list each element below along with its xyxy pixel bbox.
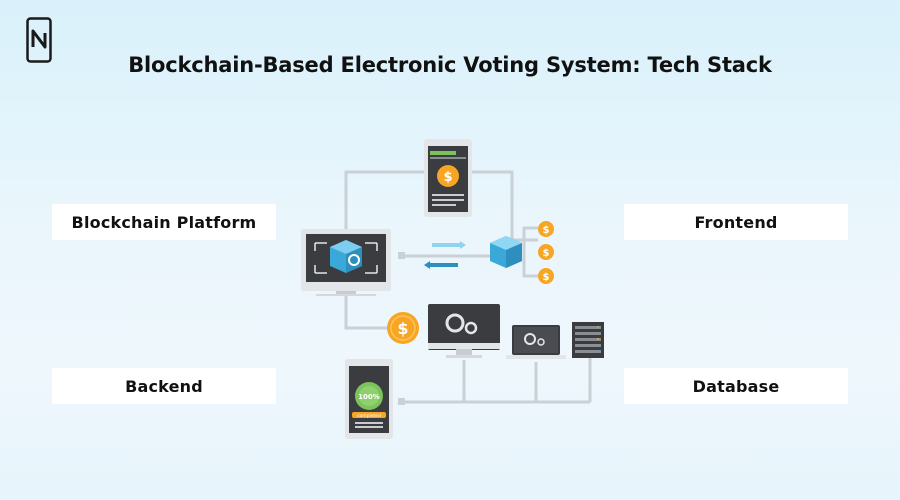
- data-flow-arrows: [424, 241, 466, 269]
- completed-badge: [352, 412, 386, 418]
- coin-large: $: [387, 312, 419, 344]
- monitor-blockchain: [301, 229, 391, 296]
- connector-node: [398, 252, 405, 259]
- brand-logo-icon: [26, 17, 52, 63]
- label-backend: Backend: [52, 368, 276, 404]
- laptop: [506, 325, 566, 359]
- gear-icon: [445, 313, 465, 333]
- coin-icon: [538, 244, 554, 260]
- coin-symbol: $: [543, 225, 550, 236]
- label-blockchain-platform: Blockchain Platform: [52, 204, 276, 240]
- connector-lines: [344, 170, 592, 404]
- coin-icon: [538, 221, 554, 237]
- label-database: Database: [624, 368, 848, 404]
- mobile-phone-bottom: 100% completed: [345, 359, 393, 439]
- page-title: Blockchain-Based Electronic Voting Syste…: [128, 53, 772, 77]
- coin-symbol: $: [397, 319, 408, 338]
- coin-symbol: $: [543, 272, 550, 283]
- gear-icon: [348, 254, 360, 266]
- coin-stack: $ $ $: [538, 221, 554, 284]
- gear-icon: [464, 321, 478, 335]
- completed-text: completed: [357, 413, 381, 419]
- label-frontend: Frontend: [624, 204, 848, 240]
- server-rack: [572, 322, 604, 358]
- mobile-phone-top: $: [424, 139, 472, 217]
- gear-icon: [537, 338, 545, 346]
- coin-icon: [538, 268, 554, 284]
- connector-node: [398, 398, 405, 405]
- coin-symbol: $: [443, 170, 452, 185]
- gear-icon: [524, 333, 536, 345]
- coin-icon: [437, 165, 459, 187]
- monitor-desktop: [428, 304, 500, 358]
- cube-icon: [490, 236, 522, 268]
- coin-symbol: $: [543, 248, 550, 259]
- progress-text: 100%: [358, 393, 380, 401]
